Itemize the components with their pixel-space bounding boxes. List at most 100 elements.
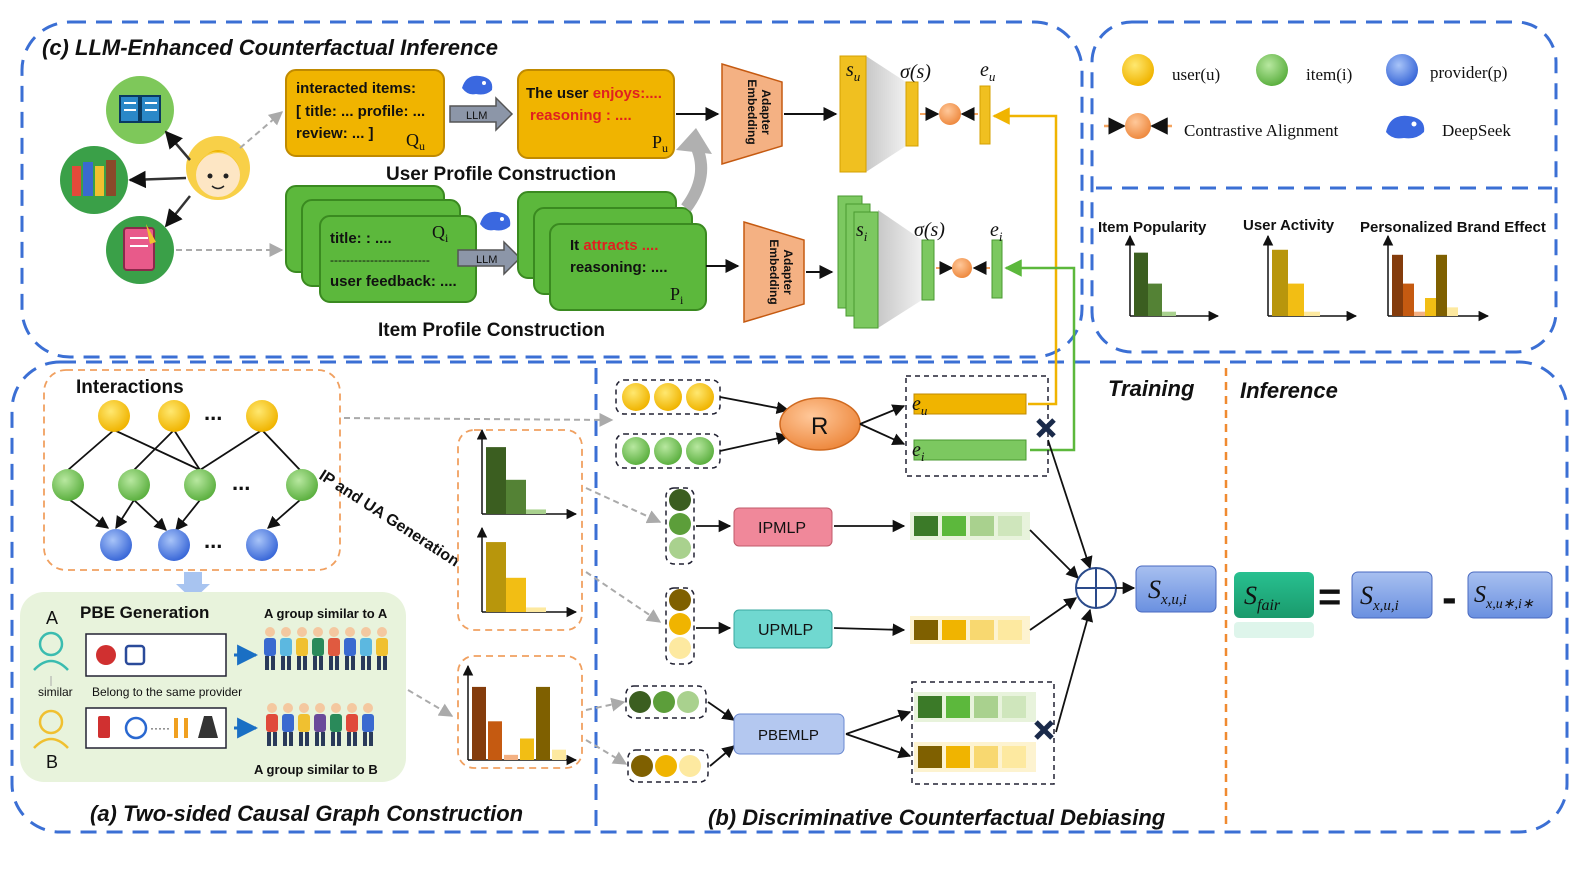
user-node [246, 400, 278, 432]
person-a-icon [33, 631, 69, 671]
person-icon [344, 627, 356, 670]
person-icon [264, 627, 276, 670]
activity-chart-small [476, 526, 578, 618]
chart-title-item-popularity: Item Popularity [1098, 219, 1207, 236]
e-i-vector [991, 239, 1003, 299]
svg-text:Contrastive Alignment: Contrastive Alignment [1184, 121, 1339, 140]
notebook-icon [106, 216, 174, 284]
provider-node [246, 529, 278, 561]
down-arrow [176, 572, 210, 600]
q-i-label: Qi [432, 222, 449, 245]
group-b-people [266, 703, 374, 746]
deepseek-icon [462, 75, 493, 95]
legend-contrastive-dot [1125, 113, 1151, 139]
upmlp-module [733, 609, 833, 649]
svg-text:R: R [811, 413, 828, 440]
inference-label: Inference [1240, 378, 1338, 403]
book-open-icon [106, 76, 174, 144]
person-b-icon [33, 709, 69, 749]
user-node [622, 383, 650, 411]
person-icon [362, 703, 374, 746]
person-icon [346, 703, 358, 746]
svg-text:...: ... [204, 400, 222, 425]
ei-bar [913, 439, 1027, 461]
debias-charts [462, 428, 578, 766]
user-node [654, 383, 682, 411]
bar [486, 447, 506, 514]
e-u-vector [979, 85, 991, 145]
minus-sign: - [1442, 573, 1457, 622]
user-node [686, 383, 714, 411]
activity-node [669, 637, 691, 659]
embedding-adapter-item [743, 220, 805, 324]
svg-text:PBEMLP: PBEMLP [758, 727, 819, 744]
svg-text:item(i): item(i) [1306, 65, 1352, 84]
bar [1148, 283, 1162, 316]
popularity-chart-small [476, 428, 578, 520]
pbe-item-node [629, 691, 651, 713]
e-u-label: eu [980, 59, 996, 84]
svg-text:-------------------------: ------------------------- [330, 253, 430, 267]
eu-ei-group [905, 375, 1049, 477]
provider-node [100, 529, 132, 561]
p-u-label: Pu [652, 132, 668, 155]
popularity-node [669, 489, 691, 511]
sum-icon [1075, 567, 1117, 609]
bar [1403, 283, 1414, 316]
sigma-i-vector [921, 239, 935, 301]
s-u-label: su [846, 59, 861, 84]
bar [1134, 252, 1148, 316]
svg-text:user(u): user(u) [1172, 65, 1220, 84]
svg-text:ei: ei [912, 439, 925, 464]
eu-feedback-line [992, 107, 1058, 406]
bottle-icon [98, 716, 110, 738]
brand-effect-chart [1382, 234, 1490, 322]
q-u-label: Qu [406, 130, 425, 153]
ipmlp-module [733, 507, 833, 547]
bar [520, 738, 534, 760]
svg-text:provider(p): provider(p) [1430, 63, 1507, 82]
svg-text:...: ... [232, 470, 250, 495]
item-profile-caption: Item Profile Construction [378, 320, 605, 341]
svg-text:title: : ....: title: : .... [330, 230, 392, 247]
user-activity-chart [1262, 234, 1358, 322]
cut-x-icon [1036, 418, 1056, 438]
bar [526, 607, 546, 612]
panel-a-title: (a) Two-sided Causal Graph Construction [90, 801, 523, 826]
bar [1436, 254, 1447, 316]
pbe-item-node [677, 691, 699, 713]
bias-charts [1124, 234, 1490, 322]
label-b: B [46, 752, 58, 772]
brand-effect-chart-small [462, 664, 578, 766]
svg-text:Sx,u∗,i∗: Sx,u∗,i∗ [1474, 582, 1534, 612]
bar [1425, 298, 1436, 316]
bar [1288, 283, 1304, 316]
bar [1414, 311, 1425, 316]
svg-text:·····: ····· [150, 721, 170, 735]
legend-frame [1090, 20, 1558, 354]
person-icon [314, 703, 326, 746]
p-i-label: Pi [670, 284, 684, 307]
user-node [98, 400, 130, 432]
training-label: Training [1108, 376, 1195, 401]
tool-icon [174, 718, 178, 738]
pbe-user-node [655, 755, 677, 777]
pbe-user-node [679, 755, 701, 777]
person-icon [360, 627, 372, 670]
item-node [654, 437, 682, 465]
panel-c-title: (c) LLM-Enhanced Counterfactual Inferenc… [42, 35, 498, 60]
score-counterfactual [1467, 571, 1553, 619]
svg-text:Embedding: Embedding [767, 239, 781, 304]
svg-text:A group similar to A: A group similar to A [264, 606, 388, 621]
person-icon [296, 627, 308, 670]
svg-text:Sx,u,i: Sx,u,i [1148, 575, 1187, 608]
embedding-adapter-user [721, 62, 783, 166]
person-icon [330, 703, 342, 746]
person-icon [266, 703, 278, 746]
bar [504, 754, 518, 760]
bar [1447, 307, 1458, 316]
svg-text:...: ... [204, 528, 222, 553]
llm-arrow-user [449, 96, 514, 132]
s-i-vector [853, 211, 879, 329]
